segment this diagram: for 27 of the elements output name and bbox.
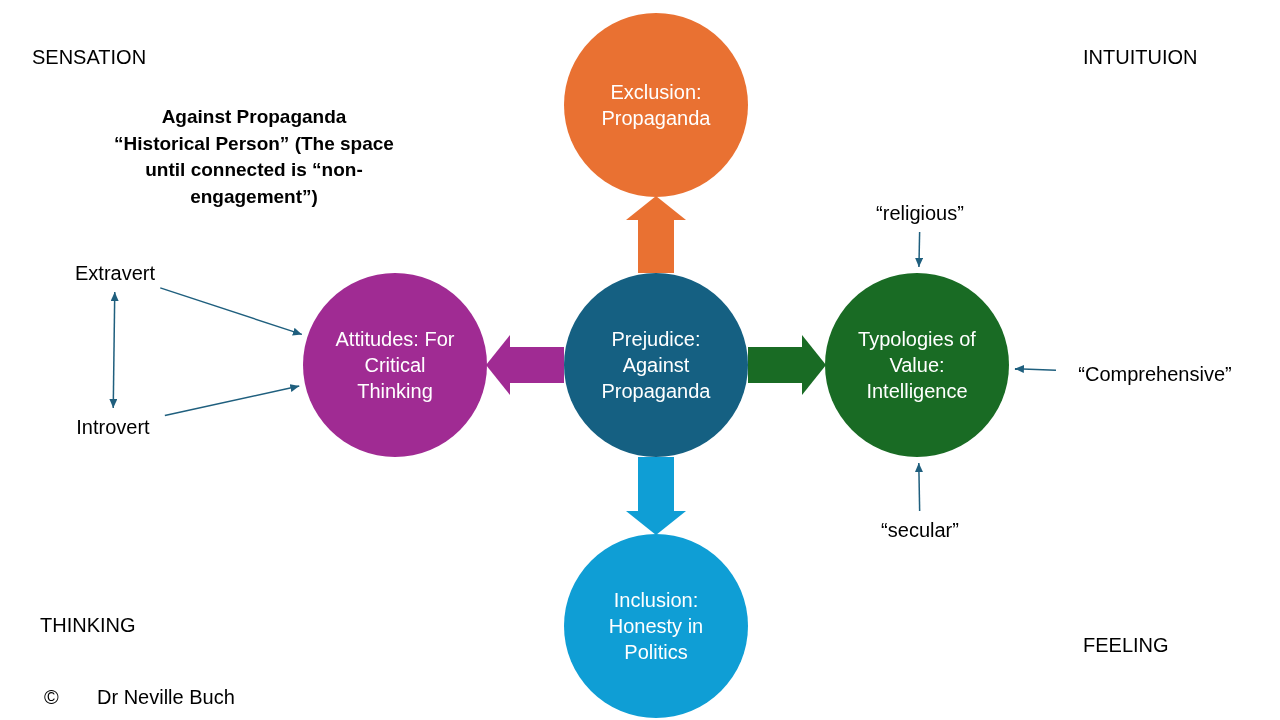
- node-text: Prejudice: Against Propaganda: [600, 327, 712, 404]
- node-text: Exclusion: Propaganda: [600, 80, 712, 131]
- block-arrow: [748, 335, 826, 395]
- node-text: Typologies of Value: Intelligence: [857, 327, 977, 404]
- term-label: “religious”: [876, 201, 964, 226]
- label-text: INTUITUION: [1083, 45, 1199, 70]
- block-arrow: [486, 335, 564, 395]
- arrow: [915, 231, 924, 268]
- note-text: Against Propaganda “Historical Person” (The space until connected is “non-engagement”): [113, 105, 395, 209]
- term-label: Extravert: [75, 261, 155, 286]
- term-label: Introvert: [76, 415, 150, 440]
- term-label: “secular”: [881, 518, 959, 543]
- arrow: [109, 291, 119, 409]
- node-text: Inclusion: Honesty in Politics: [607, 588, 705, 665]
- label-text: THINKING: [40, 613, 137, 638]
- label-text: Dr Neville Buch: [97, 685, 236, 710]
- label-text: FEELING: [1083, 633, 1170, 658]
- label-text: ©: [44, 685, 60, 710]
- block-arrow: [626, 196, 686, 273]
- label-text: SENSATION: [32, 45, 148, 70]
- arrow: [1014, 365, 1057, 374]
- arrow: [164, 384, 301, 417]
- block-arrow: [626, 457, 686, 535]
- arrow: [914, 462, 923, 512]
- node-text: Attitudes: For Critical Thinking: [334, 327, 456, 404]
- arrow: [159, 287, 303, 336]
- term-label: “Comprehensive”: [1078, 362, 1232, 387]
